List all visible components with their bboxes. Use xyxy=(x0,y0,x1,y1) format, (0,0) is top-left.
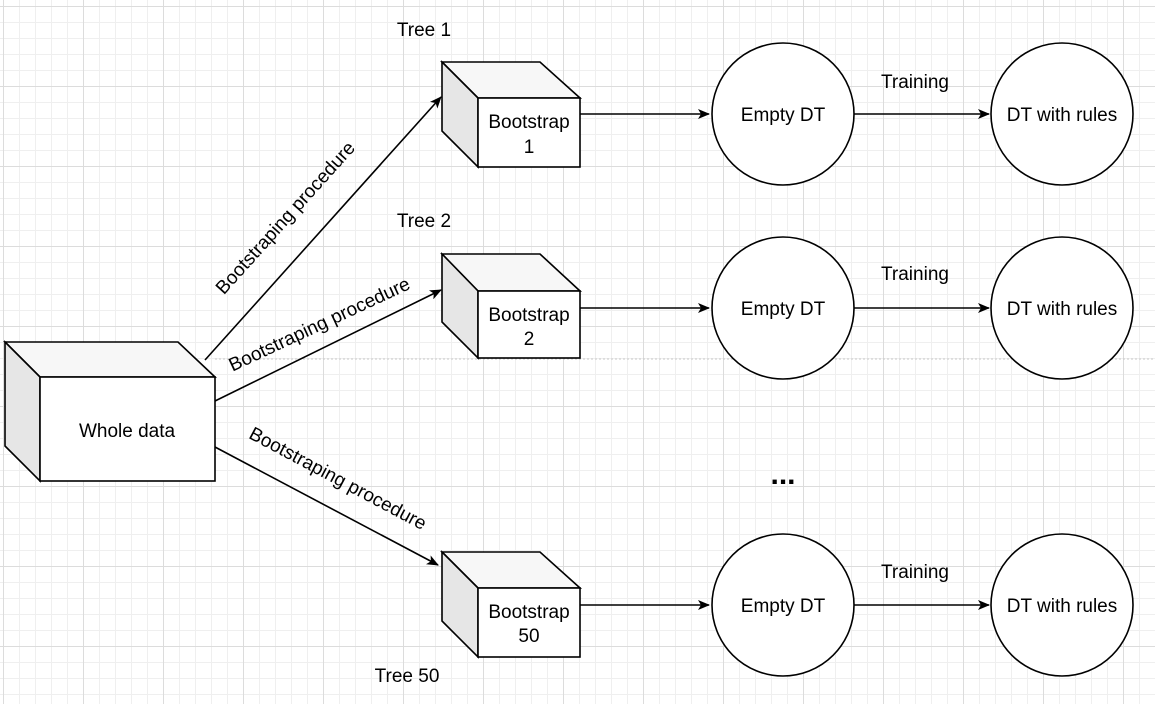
bootstrap-edges: Bootstraping procedure Bootstraping proc… xyxy=(204,96,442,566)
edge-to-bootstrap-50 xyxy=(214,446,439,566)
dt-with-rules-label: DT with rules xyxy=(1007,105,1118,126)
empty-dt-label: Empty DT xyxy=(741,596,826,617)
ellipsis: ... xyxy=(770,458,795,491)
training-label: Training xyxy=(881,264,949,285)
empty-dt-label: Empty DT xyxy=(741,299,826,320)
edge-to-bootstrap-1 xyxy=(204,96,442,361)
edge-label-tree-50: Bootstraping procedure xyxy=(245,424,429,535)
dt-with-rules-node xyxy=(990,236,1134,380)
empty-dt-label: Empty DT xyxy=(741,105,826,126)
tree-title: Tree 50 xyxy=(375,666,440,687)
whole-data-cube: Whole data xyxy=(3,340,218,483)
training-label: Training xyxy=(881,72,949,93)
edge-label-tree-2: Bootstraping procedure xyxy=(226,274,414,377)
bootstrap-label: Bootstrap xyxy=(488,112,569,133)
dt-with-rules-node xyxy=(990,42,1134,186)
edge-label-tree-1: Bootstraping procedure xyxy=(212,138,360,299)
bootstrap-number: 1 xyxy=(524,137,535,158)
bootstrap-label: Bootstrap xyxy=(488,305,569,326)
tree-row-50: Bootstrap 50 Tree 50 Empty DT Training D… xyxy=(375,533,1134,687)
dt-with-rules-label: DT with rules xyxy=(1007,299,1118,320)
whole-data-label: Whole data xyxy=(79,421,176,442)
bootstrap-number: 2 xyxy=(524,329,535,350)
tree-title: Tree 2 xyxy=(397,211,451,232)
tree-row-2: Tree 2 Bootstrap 2 Empty DT Training DT … xyxy=(397,211,1134,380)
bootstrap-number: 50 xyxy=(518,626,539,647)
bootstrap-label: Bootstrap xyxy=(488,602,569,623)
bootstrap-cube: Bootstrap 1 xyxy=(440,60,583,169)
bootstrap-cube: Bootstrap 2 xyxy=(440,252,583,360)
dt-with-rules-node xyxy=(990,533,1134,677)
edge-to-bootstrap-2 xyxy=(214,289,442,402)
training-label: Training xyxy=(881,562,949,583)
tree-title: Tree 1 xyxy=(397,20,451,41)
tree-row-1: Tree 1 Bootstrap 1 Empty DT Training DT … xyxy=(397,20,1134,186)
bootstrap-cube: Bootstrap 50 xyxy=(440,550,583,659)
dt-with-rules-label: DT with rules xyxy=(1007,596,1118,617)
